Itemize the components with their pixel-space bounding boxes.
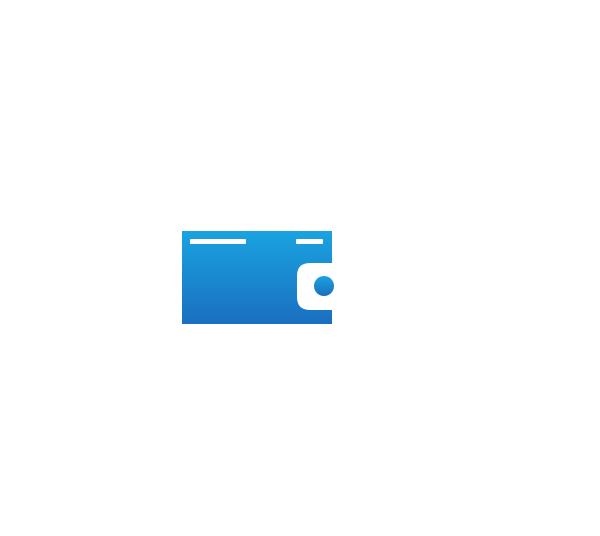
wallet-stripe-short: [296, 239, 323, 244]
wallet-icon: [182, 231, 334, 324]
sound-wave-icon: [55, 61, 358, 222]
wallet-stripe-long: [190, 239, 246, 244]
wallet-clasp-button: [314, 276, 334, 296]
